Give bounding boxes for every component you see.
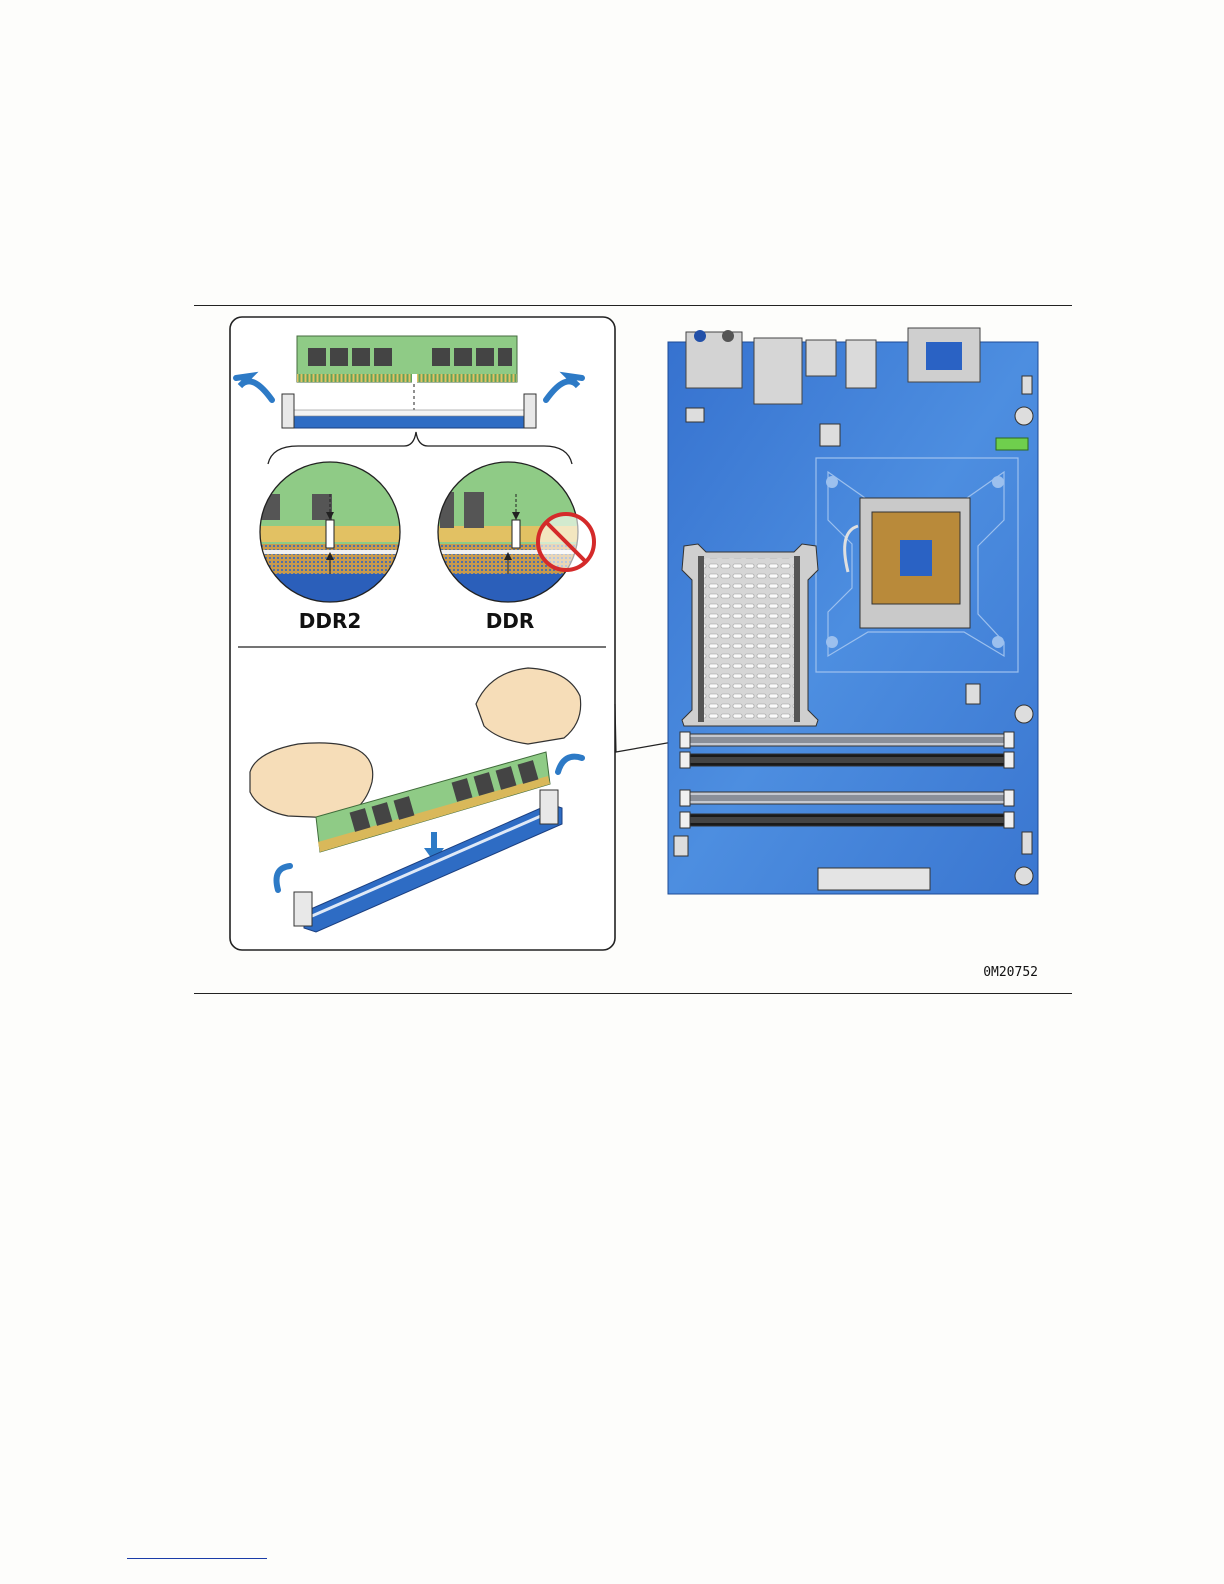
bottom-rule <box>194 993 1072 994</box>
ddr2-label: DDR2 <box>299 609 362 633</box>
left-panel: DDR2 DDR <box>230 317 615 950</box>
footnote-rule <box>127 1558 267 1559</box>
figure-artwork: DDR2 DDR <box>228 312 1040 984</box>
memory-installation-figure: DDR2 DDR <box>228 312 1040 984</box>
ddr-label: DDR <box>486 609 535 633</box>
no-entry-icon <box>538 514 594 570</box>
top-rule <box>194 305 1072 306</box>
dimm-module-icon <box>297 336 517 383</box>
motherboard-icon <box>668 328 1038 894</box>
figure-id: 0M20752 <box>983 965 1038 980</box>
